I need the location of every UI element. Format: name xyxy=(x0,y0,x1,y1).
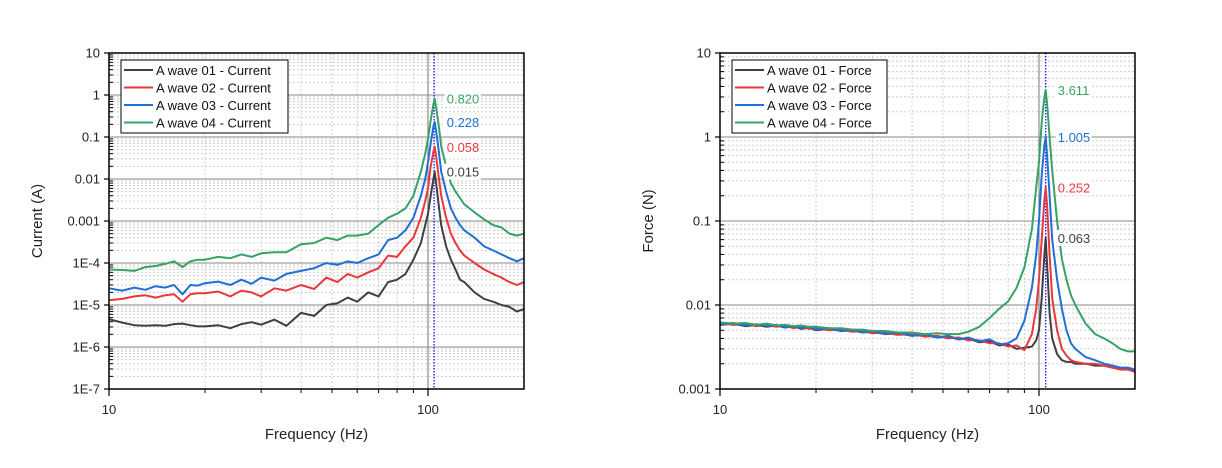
peak-value-label: 0.820 xyxy=(447,92,480,107)
peak-label-background xyxy=(1055,82,1092,99)
plot-frame xyxy=(108,52,525,390)
legend-box xyxy=(731,59,888,134)
peak-value-label: 0.228 xyxy=(447,115,480,130)
x-axis-label: Frequency (Hz) xyxy=(876,426,979,443)
peak-value-label: 0.015 xyxy=(447,165,480,180)
y-tick-label: 1E-7 xyxy=(73,382,100,397)
peak-label-background xyxy=(444,113,481,130)
y-tick-label: 10 xyxy=(697,46,711,61)
x-tick-label: 10 xyxy=(102,402,116,417)
y-tick-label: 0.001 xyxy=(67,214,100,229)
legend-box xyxy=(120,59,289,134)
y-tick-label: 0.01 xyxy=(686,298,711,313)
x-tick-label: 10 xyxy=(713,402,727,417)
series-line-4 xyxy=(719,89,1135,353)
series-line-2 xyxy=(108,145,525,303)
x-tick-label: 100 xyxy=(417,402,439,417)
peak-label-background xyxy=(1055,229,1092,246)
peak-label-background xyxy=(1055,179,1092,196)
legend-label: A wave 02 - Current xyxy=(156,81,271,96)
y-tick-label: 1 xyxy=(93,88,100,103)
y-tick-label: 0.001 xyxy=(678,382,711,397)
y-tick-label: 1 xyxy=(704,130,711,145)
legend-label: A wave 02 - Force xyxy=(767,81,872,96)
series-line-3 xyxy=(108,121,525,296)
peak-value-label: 1.005 xyxy=(1058,130,1091,145)
y-axis-label: Force (N) xyxy=(640,189,657,252)
peak-label-background xyxy=(444,163,481,180)
y-tick-label: 1E-4 xyxy=(73,256,100,271)
legend-label: A wave 03 - Current xyxy=(156,98,271,113)
y-tick-label: 1E-6 xyxy=(73,340,100,355)
x-tick-label: 100 xyxy=(1028,402,1050,417)
series-line-1 xyxy=(719,236,1135,371)
series-line-4 xyxy=(108,97,525,272)
series-line-1 xyxy=(108,170,525,330)
legend-label: A wave 03 - Force xyxy=(767,98,872,113)
legend-label: A wave 01 - Force xyxy=(767,63,872,78)
peak-label-background xyxy=(444,138,481,155)
peak-value-label: 0.063 xyxy=(1058,231,1091,246)
peak-value-label: 0.058 xyxy=(447,140,480,155)
y-tick-label: 0.01 xyxy=(75,172,100,187)
legend-label: A wave 01 - Current xyxy=(156,63,271,78)
peak-value-label: 0.252 xyxy=(1058,180,1091,195)
y-tick-label: 0.1 xyxy=(693,214,711,229)
legend-label: A wave 04 - Force xyxy=(767,116,872,131)
plot-frame xyxy=(719,52,1136,390)
y-tick-label: 0.1 xyxy=(82,130,100,145)
y-tick-label: 10 xyxy=(86,46,100,61)
peak-label-background xyxy=(1055,128,1092,145)
legend-label: A wave 04 - Current xyxy=(156,116,271,131)
y-axis-label: Current (A) xyxy=(29,184,46,258)
peak-label-background xyxy=(444,90,481,107)
series-line-3 xyxy=(719,135,1136,371)
x-axis-label: Frequency (Hz) xyxy=(265,426,368,443)
peak-value-label: 3.611 xyxy=(1058,83,1090,98)
y-tick-label: 1E-5 xyxy=(73,298,100,313)
